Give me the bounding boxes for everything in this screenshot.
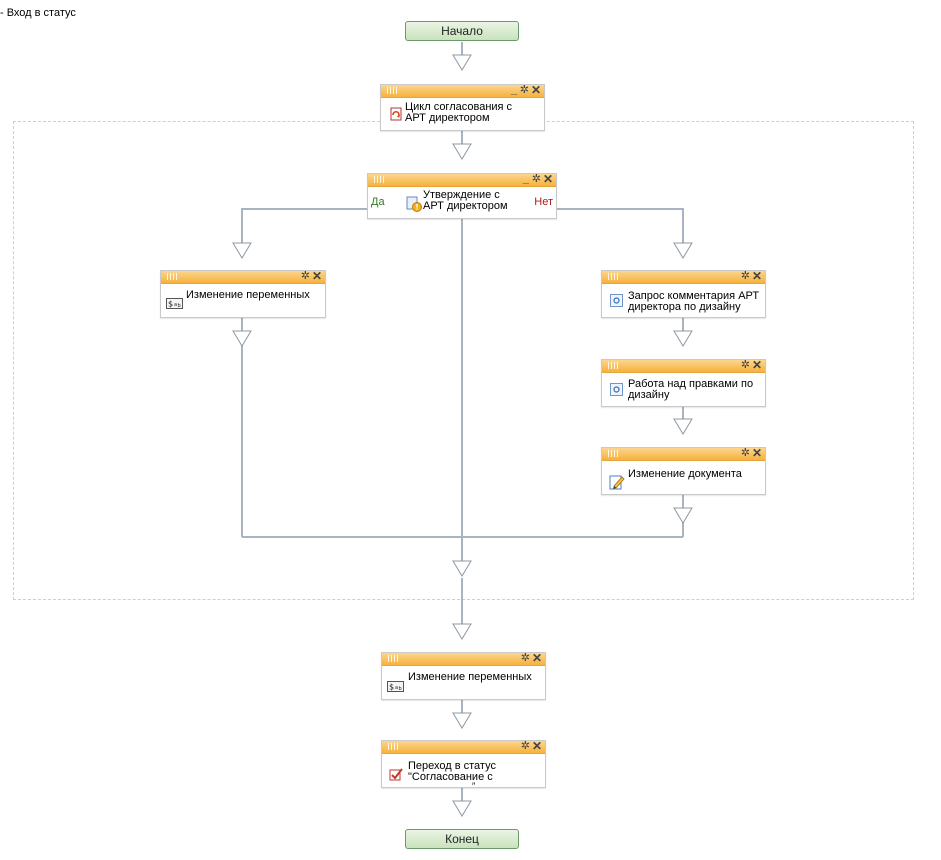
- block-header[interactable]: ✲ ✕: [161, 269, 325, 284]
- block-label: Работа над правками по дизайну: [628, 378, 754, 401]
- close-icon[interactable]: ✕: [542, 172, 553, 186]
- block-header[interactable]: _ ✲ ✕: [368, 172, 556, 187]
- flow-arrow-icon: [452, 143, 472, 160]
- approval-block[interactable]: _ ✲ ✕ Да Утверждение с АРТ директором Не…: [367, 173, 557, 219]
- flow-arrow-icon: [673, 330, 693, 347]
- block-header[interactable]: ✲ ✕: [382, 651, 545, 666]
- gear-icon[interactable]: ✲: [520, 652, 530, 664]
- svg-text:a: a: [395, 685, 398, 691]
- svg-text:b: b: [399, 686, 402, 692]
- close-icon[interactable]: ✕: [311, 269, 322, 283]
- edit-document-icon: [609, 475, 625, 490]
- cycle-icon: [390, 107, 402, 121]
- yes-branch-label: Да: [371, 196, 385, 208]
- block-header[interactable]: ✲ ✕: [602, 358, 765, 373]
- flow-arrow-icon: [232, 242, 252, 259]
- flow-arrow-icon: [452, 560, 472, 577]
- flow-arrow-icon: [452, 54, 472, 71]
- task-icon: [610, 383, 623, 396]
- flow-arrow-icon: [673, 418, 693, 435]
- flow-arrow-icon: [452, 800, 472, 817]
- gear-icon[interactable]: ✲: [519, 84, 529, 96]
- close-icon[interactable]: ✕: [530, 83, 541, 97]
- close-icon[interactable]: ✕: [531, 651, 542, 665]
- block-label: Утверждение с АРТ директором: [423, 189, 508, 212]
- drag-handle-icon[interactable]: [608, 273, 618, 280]
- drag-handle-icon[interactable]: [374, 176, 384, 183]
- minimize-icon[interactable]: _: [510, 84, 517, 96]
- block-header[interactable]: ✲ ✕: [602, 446, 765, 461]
- task-icon: [610, 294, 623, 307]
- status-transition-block[interactable]: ✲ ✕ Переход в статус "Согласование с ″: [381, 739, 546, 791]
- block-header[interactable]: _ ✲ ✕: [381, 83, 544, 98]
- block-header[interactable]: ✲ ✕: [602, 269, 765, 284]
- block-label: Переход в статус "Согласование с: [408, 760, 496, 783]
- close-icon[interactable]: ✕: [751, 446, 762, 460]
- svg-text:$: $: [168, 300, 173, 309]
- drag-handle-icon[interactable]: [608, 450, 618, 457]
- gear-icon[interactable]: ✲: [531, 173, 541, 185]
- start-node[interactable]: Начало: [405, 21, 519, 41]
- drag-handle-icon[interactable]: [388, 743, 398, 750]
- svg-text:a: a: [174, 302, 177, 308]
- page-title: - Вход в статус: [0, 7, 76, 19]
- block-label: Изменение переменных: [408, 671, 532, 683]
- flow-arrow-icon: [673, 507, 693, 524]
- close-icon[interactable]: ✕: [751, 358, 762, 372]
- svg-text:b: b: [178, 303, 181, 309]
- variables-icon: $ a b: [387, 681, 404, 692]
- flow-arrow-icon: [452, 712, 472, 729]
- variables-bottom-block[interactable]: ✲ ✕ $ a b Изменение переменных: [381, 652, 546, 700]
- variables-left-block[interactable]: ✲ ✕ $ a b Изменение переменных: [160, 270, 326, 318]
- block-label: Изменение переменных: [186, 289, 310, 301]
- flow-arrow-icon: [232, 330, 252, 347]
- gear-icon[interactable]: ✲: [740, 447, 750, 459]
- minimize-icon[interactable]: _: [522, 173, 529, 185]
- comment-request-block[interactable]: ✲ ✕ Запрос комментария АРТ директора по …: [601, 270, 766, 318]
- edits-work-block[interactable]: ✲ ✕ Работа над правками по дизайну: [601, 359, 766, 407]
- block-header[interactable]: ✲ ✕: [382, 739, 545, 754]
- drag-handle-icon[interactable]: [388, 655, 398, 662]
- close-icon[interactable]: ✕: [531, 739, 542, 753]
- flow-arrow-icon: [452, 623, 472, 640]
- checkbox-icon: [389, 768, 403, 781]
- end-node[interactable]: Конец: [405, 829, 519, 849]
- gear-icon[interactable]: ✲: [740, 359, 750, 371]
- block-label: Цикл согласования с АРТ директором: [405, 101, 513, 124]
- approval-icon: [406, 196, 422, 212]
- document-change-block[interactable]: ✲ ✕ Изменение документа: [601, 447, 766, 495]
- flow-arrow-icon: [673, 242, 693, 259]
- gear-icon[interactable]: ✲: [520, 740, 530, 752]
- block-label: Изменение документа: [628, 468, 742, 480]
- block-label: Запрос комментария АРТ директора по диза…: [628, 290, 760, 313]
- drag-handle-icon[interactable]: [387, 87, 397, 94]
- svg-text:$: $: [389, 683, 394, 692]
- gear-icon[interactable]: ✲: [740, 270, 750, 282]
- no-branch-label: Нет: [534, 196, 553, 208]
- cycle-block[interactable]: _ ✲ ✕ Цикл согласования с АРТ директором: [380, 84, 545, 131]
- variables-icon: $ a b: [166, 298, 183, 309]
- truncation-mark: ″: [472, 781, 476, 791]
- close-icon[interactable]: ✕: [751, 269, 762, 283]
- drag-handle-icon[interactable]: [608, 362, 618, 369]
- gear-icon[interactable]: ✲: [300, 270, 310, 282]
- drag-handle-icon[interactable]: [167, 273, 177, 280]
